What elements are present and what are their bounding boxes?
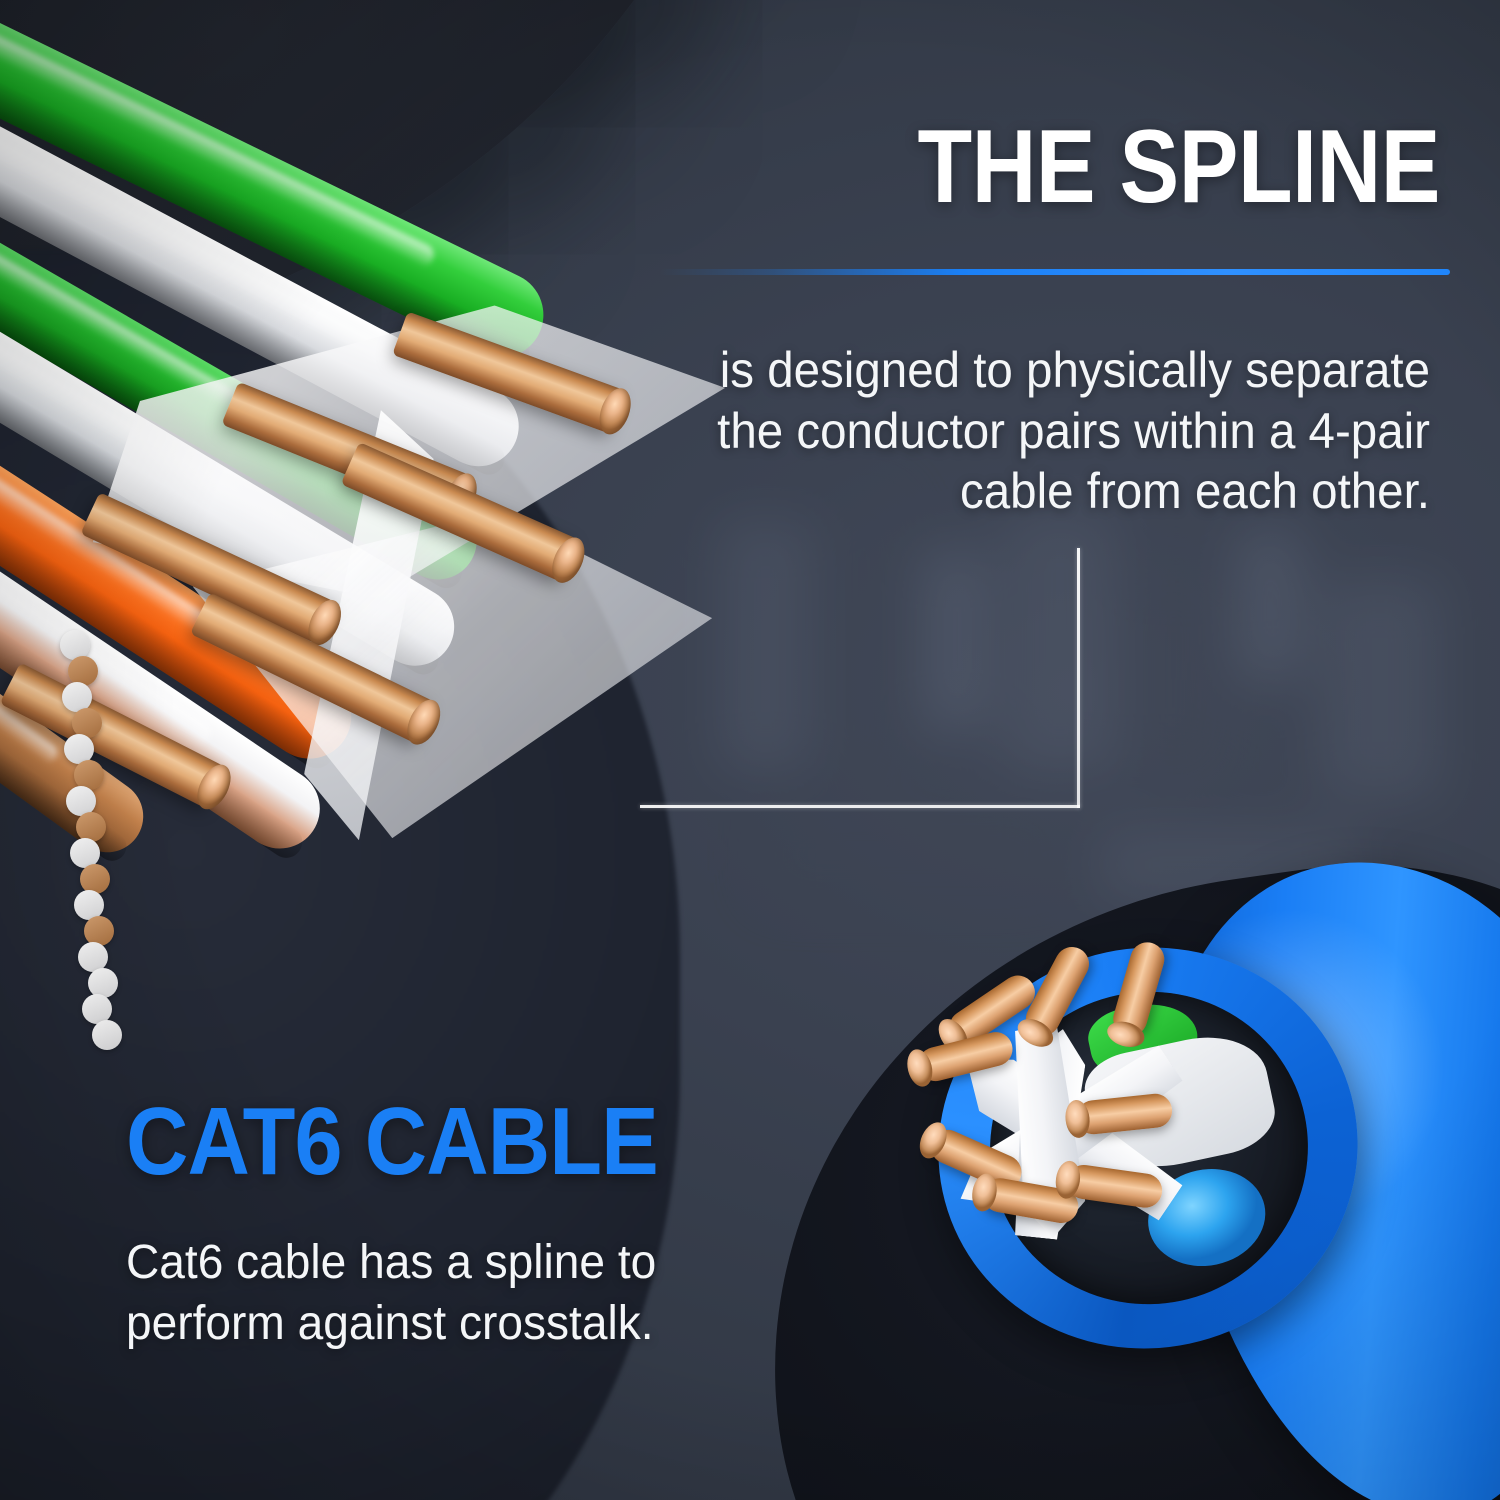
blue-cat6-cutaway-photo [880, 839, 1500, 1500]
page-title: THE SPLINE [917, 109, 1441, 225]
leader-horizontal-segment [640, 805, 1080, 808]
lede-paragraph: is designed to physically separate the c… [717, 342, 1430, 519]
cat6-conductor-pairs-photo [0, 0, 880, 1070]
title-underline-rule [660, 269, 1450, 275]
spline-leader-line [640, 548, 1080, 808]
leader-vertical-segment [1077, 548, 1080, 808]
twisted-pair-tail [60, 630, 122, 1050]
section-title-cat6-cable: CAT6 CABLE [126, 1088, 659, 1195]
section-body-crosstalk: Cat6 cable has a spline to perform again… [126, 1236, 657, 1351]
